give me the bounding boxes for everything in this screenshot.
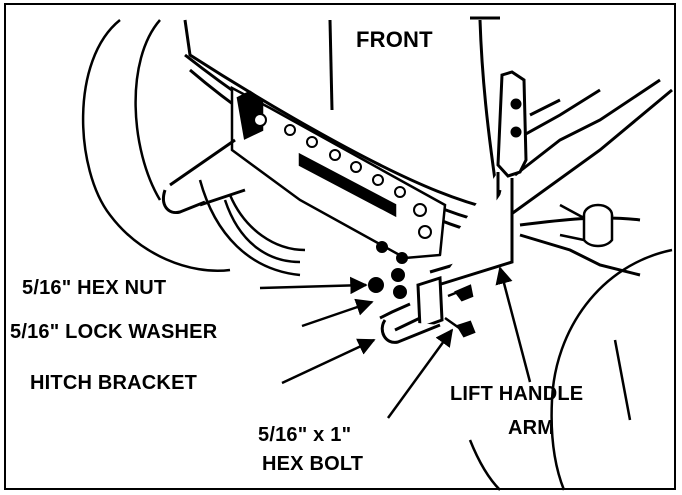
diagram-frame xyxy=(4,3,676,490)
hardware-bolts xyxy=(444,284,476,338)
hex-bolt-label: HEX BOLT xyxy=(262,453,364,475)
hitch-bracket xyxy=(379,275,444,344)
front-label: FRONT xyxy=(356,27,433,52)
front-wheel xyxy=(468,248,673,491)
axle-stub xyxy=(559,203,614,248)
hex-nut-label: 5/16" HEX NUT xyxy=(22,277,167,299)
lock-washer-label: 5/16" LOCK WASHER xyxy=(10,321,218,343)
hitch-bracket-label: HITCH BRACKET xyxy=(30,372,198,394)
lift-arm-label: ARM xyxy=(508,417,555,439)
callout-arrows xyxy=(259,266,532,419)
hex-bolt-size-label: 5/16" x 1" xyxy=(258,424,352,446)
hardware-nuts xyxy=(368,241,408,299)
plate-holes xyxy=(253,113,432,239)
mounting-plate xyxy=(230,85,447,260)
lift-handle-label: LIFT HANDLE xyxy=(450,383,584,405)
lift-handle-arm xyxy=(429,70,528,287)
rear-wheel xyxy=(81,19,306,277)
left-hook-bracket xyxy=(162,138,246,215)
